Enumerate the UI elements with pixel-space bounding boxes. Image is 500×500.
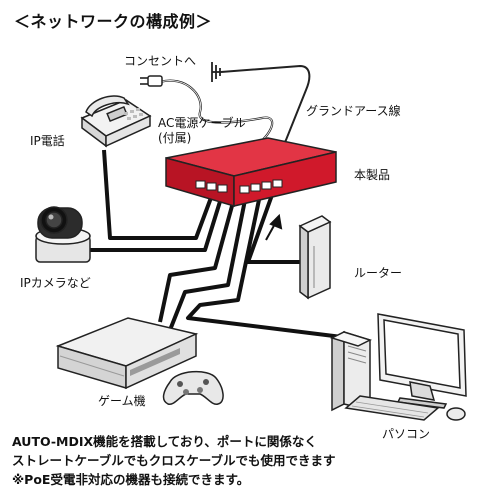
- note-line-3: ※PoE受電非対応の機器も接続できます。: [12, 472, 250, 487]
- network-switch: [165, 137, 337, 208]
- cable-pc-1: [168, 194, 248, 331]
- mouse-icon: [446, 407, 466, 421]
- ground-wire-label: グランドアース線: [306, 104, 401, 118]
- pc-monitor-icon: [377, 313, 467, 409]
- keyboard-icon: [344, 395, 440, 421]
- game-console-icon: [55, 317, 199, 390]
- switch-ports: [195, 179, 283, 194]
- note-line-1: AUTO-MDIX機能を搭載しており、ポートに関係なく: [12, 434, 317, 449]
- power-plug-icon: [140, 75, 163, 87]
- ac-cable-sublabel: (付属): [158, 131, 192, 145]
- compatibility-note: AUTO-MDIX機能を搭載しており、ポートに関係なく ストレートケーブルでもク…: [12, 432, 336, 489]
- pc-label: パソコン: [382, 427, 431, 441]
- cable-router: [246, 194, 302, 264]
- ac-power-cable-outline: [159, 80, 273, 151]
- arrow-icon: [265, 213, 283, 241]
- router-icon: [298, 215, 332, 300]
- game-console-label: ゲーム機: [98, 394, 146, 408]
- product-label: 本製品: [354, 168, 391, 182]
- ip-phone-label: IP電話: [30, 134, 65, 148]
- pc-tower-icon: [329, 330, 373, 412]
- router-label: ルーター: [354, 266, 403, 280]
- cable-ip-phone: [102, 149, 214, 240]
- note-line-2: ストレートケーブルでもクロスケーブルでも使用できます: [12, 453, 336, 468]
- outlet-label: コンセントへ: [124, 54, 197, 68]
- ip-phone-icon: [80, 95, 152, 148]
- ip-camera-label: IPカメラなど: [20, 276, 91, 290]
- ac-cable-label: AC電源ケーブル: [158, 116, 246, 130]
- ip-camera-icon: [35, 206, 91, 263]
- ground-symbol-icon: [211, 62, 221, 82]
- cable-game-console: [158, 194, 237, 323]
- page-title: ＜ネットワークの構成例＞: [14, 12, 213, 31]
- ground-wire: [220, 64, 311, 157]
- cable-ip-camera: [90, 194, 224, 252]
- cable-pc-2: [186, 194, 351, 340]
- network-cables: [90, 149, 351, 340]
- game-controller-icon: [162, 370, 224, 405]
